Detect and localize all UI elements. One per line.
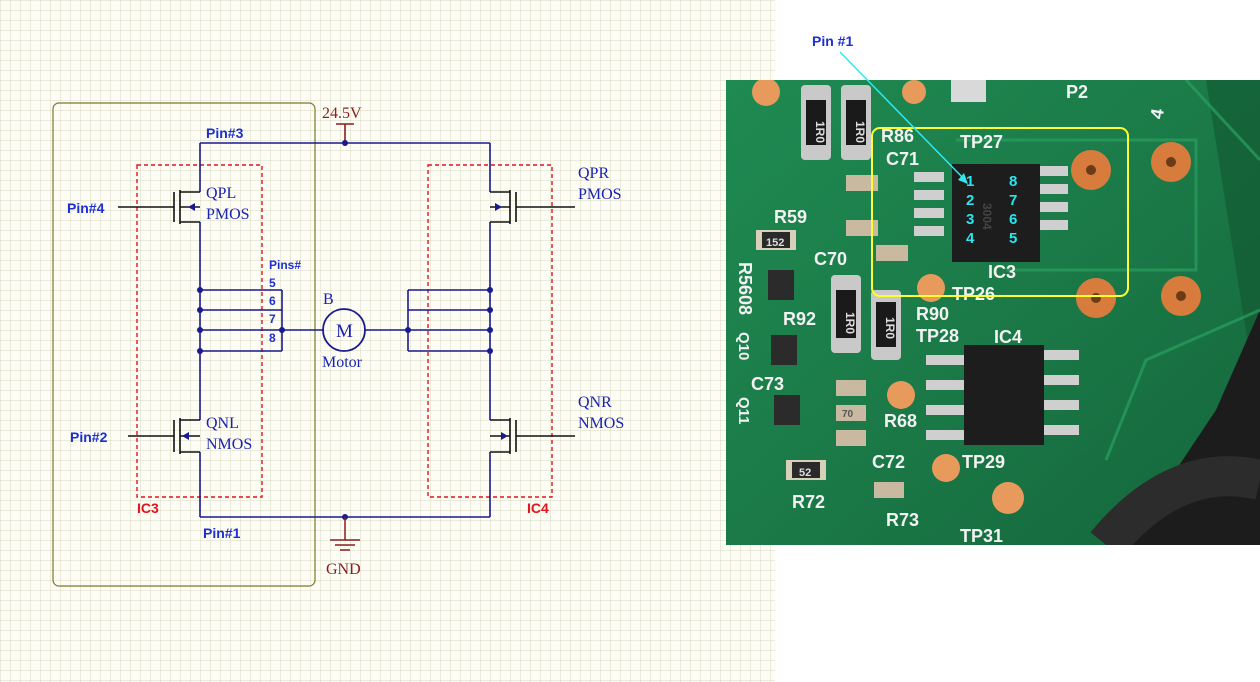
- silk-q10: Q10: [735, 332, 752, 360]
- qpl-name: QPL: [206, 185, 236, 202]
- silk-ic3: IC3: [988, 262, 1016, 282]
- resistor-mark-3: 1R0: [843, 312, 857, 334]
- ic4-chip: [926, 345, 1079, 445]
- silk-r72: R72: [792, 492, 825, 512]
- pin-number-7: 7: [269, 312, 276, 326]
- supply-symbol: [336, 123, 354, 143]
- module-boundary: [52, 102, 316, 587]
- h-bridge-schematic: 24.5V Pin#3 Pin#1 GND Pin#4 QPL PMOS: [52, 102, 624, 587]
- silk-tp27: TP27: [960, 132, 1003, 152]
- silk-c73: C73: [751, 374, 784, 394]
- cap-mark-70: 70: [842, 409, 854, 420]
- qpl-type: PMOS: [206, 206, 250, 223]
- silk-tp31: TP31: [960, 526, 1003, 545]
- silk-4: 4: [1146, 107, 1167, 120]
- pins-header: Pins#: [269, 258, 301, 272]
- sot-transistors: [768, 270, 800, 425]
- schematic-grid-background: [0, 0, 775, 682]
- chip-pin-7: 7: [1009, 192, 1017, 209]
- cap-mark-52: 52: [799, 467, 811, 479]
- ic3-label: IC3: [137, 500, 159, 516]
- chip-pin-3: 3: [966, 211, 974, 228]
- ic3-chip-code: 3004: [980, 203, 994, 230]
- ground-label: GND: [326, 561, 361, 578]
- silk-r68: R68: [884, 411, 917, 431]
- silk-r73: R73: [886, 510, 919, 530]
- resistor-mark-1: 1R0: [813, 121, 827, 143]
- motor-symbol-letter: M: [336, 321, 353, 342]
- silk-ic4: IC4: [994, 327, 1022, 347]
- motor-symbol: [322, 308, 408, 352]
- chip-pin-4: 4: [966, 230, 975, 247]
- motor-terminal-label: B: [323, 291, 334, 308]
- silk-tp28: TP28: [916, 326, 959, 346]
- qnr-type: NMOS: [578, 415, 624, 432]
- qpr-name: QPR: [578, 165, 609, 182]
- pin-number-8: 8: [269, 331, 276, 345]
- chip-pin-6: 6: [1009, 211, 1017, 228]
- silk-c70: C70: [814, 249, 847, 269]
- motor-label: Motor: [322, 354, 363, 371]
- silk-c71: C71: [886, 149, 919, 169]
- pin2-label: Pin#2: [70, 429, 108, 445]
- silk-tp26: TP26: [952, 284, 995, 304]
- ic4-label: IC4: [527, 500, 549, 516]
- cap-mark-152: 152: [766, 237, 784, 249]
- pin-number-5: 5: [269, 276, 276, 290]
- pcb-illustration: 1R0 1R0 1R0 1R0 152 52 70: [726, 80, 1260, 545]
- chip-pin-5: 5: [1009, 230, 1017, 247]
- resistor-mark-2: 1R0: [853, 121, 867, 143]
- silk-r92: R92: [783, 309, 816, 329]
- qpl-transistor: [118, 190, 200, 224]
- silk-p2: P2: [1066, 82, 1088, 102]
- supply-label: 24.5V: [322, 105, 362, 122]
- qpr-transistor: [490, 190, 575, 224]
- silk-tp29: TP29: [962, 452, 1005, 472]
- qnr-name: QNR: [578, 394, 612, 411]
- qnl-transistor: [128, 418, 200, 454]
- silk-q11: Q11: [735, 397, 752, 425]
- silk-c72: C72: [872, 452, 905, 472]
- resistor-mark-4: 1R0: [883, 317, 897, 339]
- pin-number-6: 6: [269, 294, 276, 308]
- right-output-bus: [405, 287, 493, 354]
- junction-dot: [342, 140, 348, 146]
- qpr-type: PMOS: [578, 186, 622, 203]
- chip-pin-8: 8: [1009, 173, 1017, 190]
- silk-r90: R90: [916, 304, 949, 324]
- pin3-label: Pin#3: [206, 125, 244, 141]
- qnl-type: NMOS: [206, 436, 252, 453]
- small-capacitors: [756, 175, 908, 498]
- ic3-highlight-box: [871, 127, 1129, 297]
- chip-pin-2: 2: [966, 192, 974, 209]
- silk-r5608: R5608: [735, 262, 755, 315]
- pin1-label: Pin#1: [203, 525, 241, 541]
- qnr-transistor: [490, 418, 575, 454]
- ground-symbol: [330, 517, 360, 551]
- left-output-bus: [197, 287, 324, 354]
- chip-pin-1: 1: [966, 173, 974, 190]
- pcb-photo: 1R0 1R0 1R0 1R0 152 52 70: [726, 80, 1260, 545]
- silk-r59: R59: [774, 207, 807, 227]
- pin4-label: Pin#4: [67, 200, 105, 216]
- qnl-name: QNL: [206, 415, 239, 432]
